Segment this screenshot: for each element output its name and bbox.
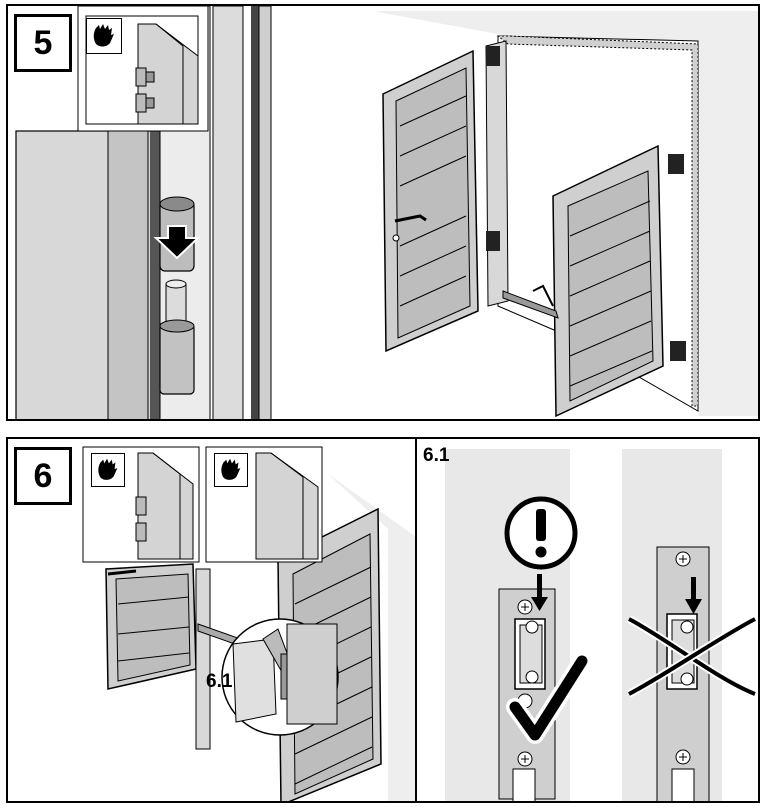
door-scene-step-6 <box>8 474 415 801</box>
step-6-detail-label: 6.1 <box>206 671 233 692</box>
door-installation-scene <box>373 11 758 418</box>
step-6-illustration <box>8 446 415 801</box>
step-6-badge: 6 <box>14 447 72 505</box>
hand-icon <box>91 453 125 487</box>
detail-6-1-panel: 6.1 <box>415 437 760 803</box>
detail-6-1-illustration <box>445 449 757 801</box>
hand-icon <box>214 453 248 487</box>
hand-icon <box>86 18 122 54</box>
cross-mark-icon <box>627 615 757 698</box>
step-5-number: 5 <box>33 23 53 62</box>
step-5-panel: 5 <box>6 4 760 421</box>
step-6-number: 6 <box>33 456 53 495</box>
strike-plate-correct <box>445 449 591 801</box>
detail-6-1-label: 6.1 <box>423 445 450 466</box>
strike-plate-wrong <box>622 449 757 801</box>
check-mark-icon <box>506 652 591 744</box>
step-5-badge: 5 <box>14 14 72 72</box>
step-5-illustration <box>15 6 758 419</box>
exclamation-circle-icon <box>504 496 578 570</box>
step-6-panel: 6 6.1 <box>6 437 417 803</box>
hinge-closeup <box>15 6 272 419</box>
